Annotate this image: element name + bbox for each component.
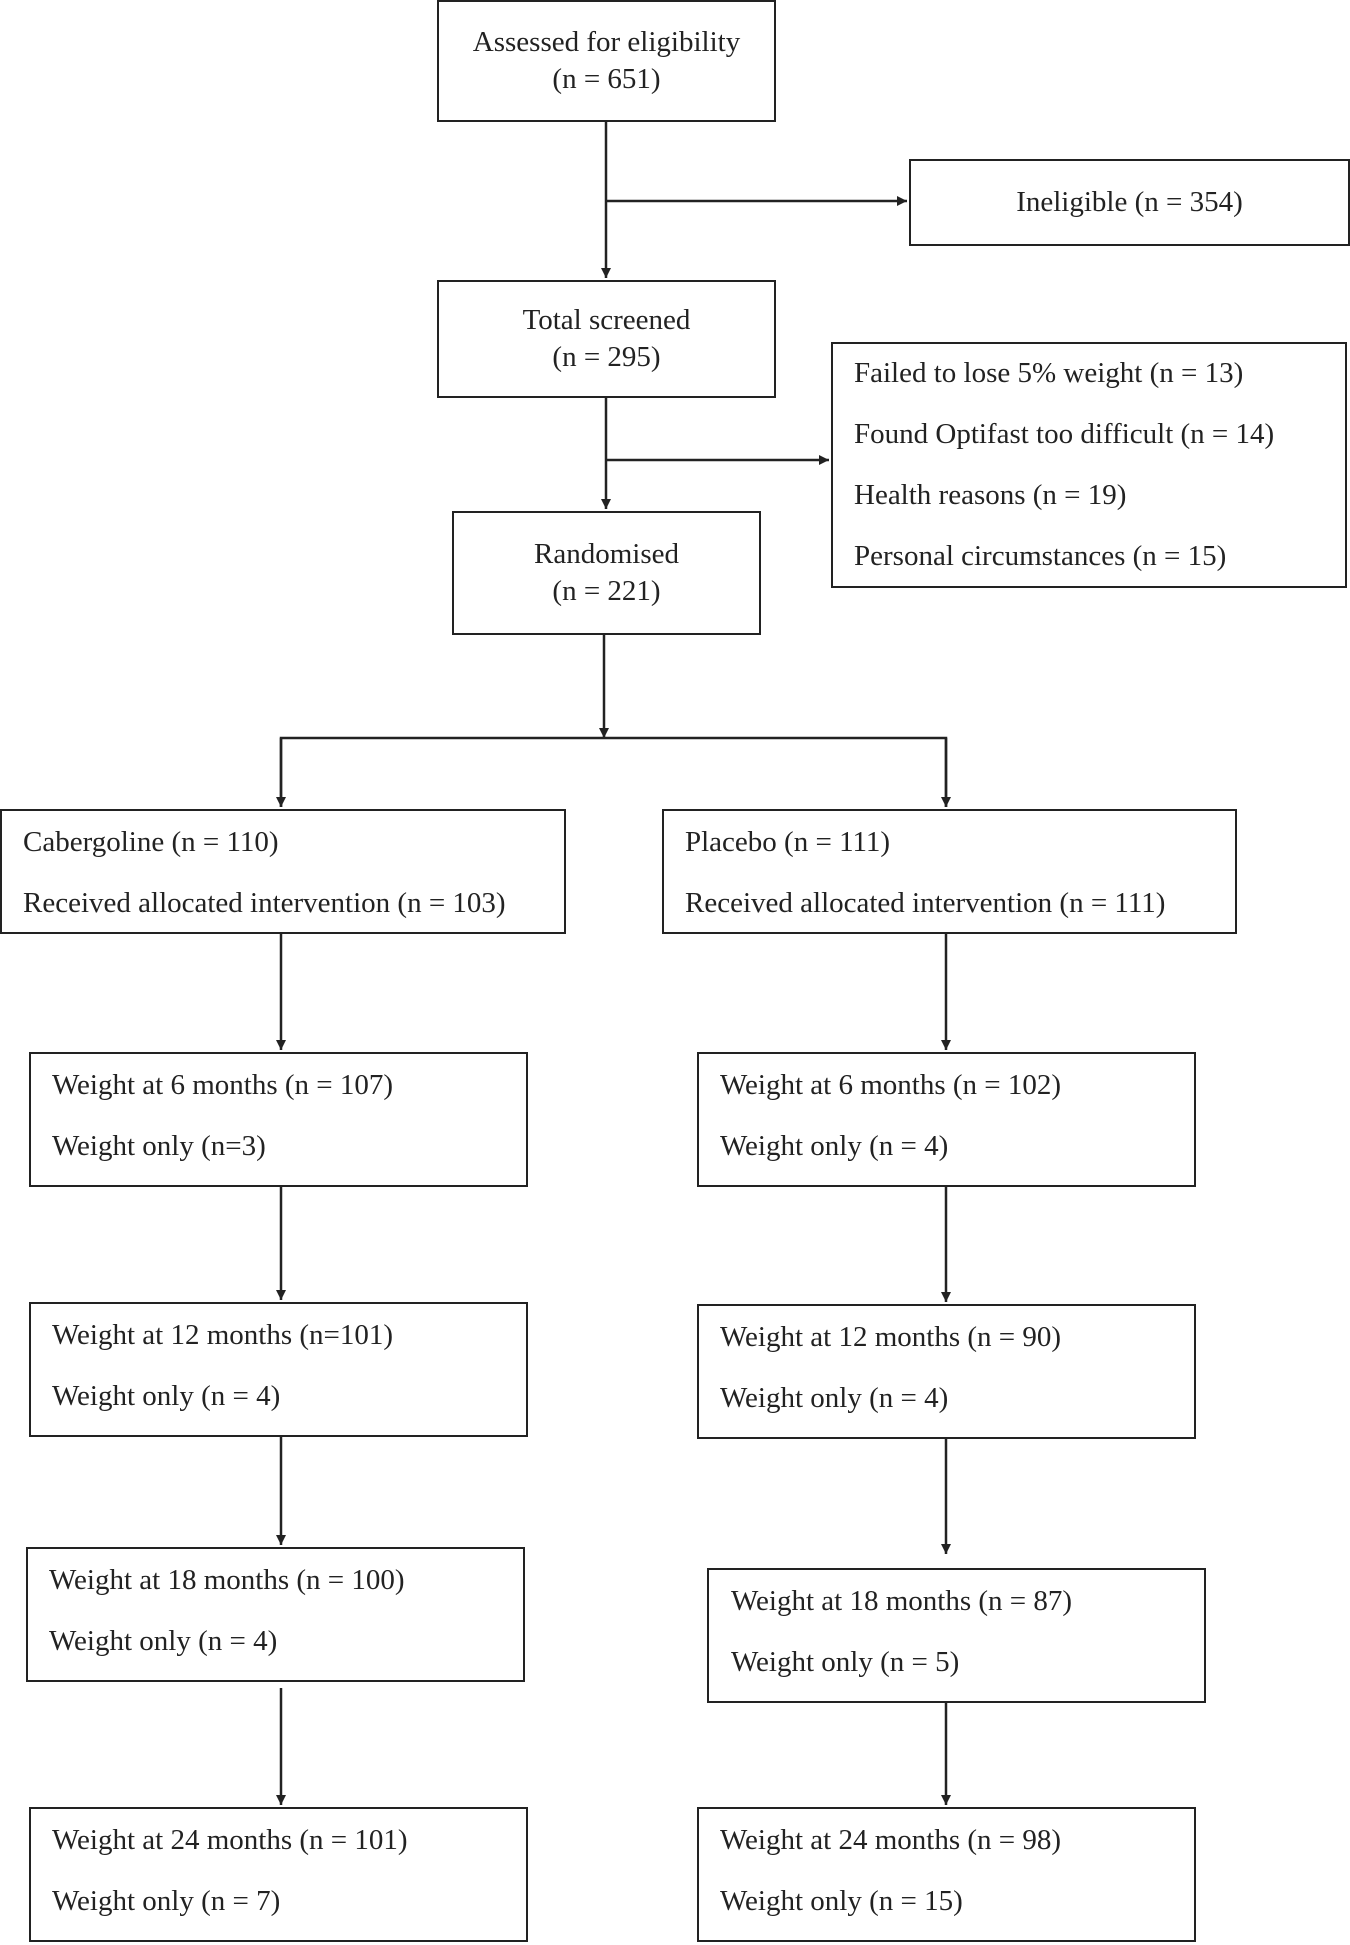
randomised-box: Randomised (n = 221) <box>452 511 761 635</box>
ineligible-label: Ineligible (n = 354) <box>1016 186 1243 218</box>
placebo-24-month-weight-only: Weight only (n = 15) <box>720 1885 963 1917</box>
placebo-allocation-box: Placebo (n = 111) Received allocated int… <box>662 809 1237 934</box>
cabergoline-12-month-weight-only: Weight only (n = 4) <box>52 1380 281 1412</box>
placebo-18-month-box: Weight at 18 months (n = 87) Weight only… <box>707 1568 1206 1703</box>
excluded-box: Failed to lose 5% weight (n = 13) Found … <box>831 342 1347 588</box>
randomised-label: Randomised <box>534 538 679 570</box>
cabergoline-24-month-weight: Weight at 24 months (n = 101) <box>52 1824 408 1856</box>
cabergoline-received-label: Received allocated intervention (n = 103… <box>23 887 506 919</box>
screened-label: Total screened <box>522 304 691 336</box>
placebo-18-month-weight: Weight at 18 months (n = 87) <box>731 1585 1073 1617</box>
assessed-count: (n = 651) <box>552 63 661 95</box>
placebo-6-month-weight: Weight at 6 months (n = 102) <box>720 1069 1062 1101</box>
cabergoline-24-month-weight-only: Weight only (n = 7) <box>52 1885 281 1917</box>
screened-count: (n = 295) <box>552 341 661 373</box>
placebo-24-month-box: Weight at 24 months (n = 98) Weight only… <box>697 1807 1196 1942</box>
cabergoline-18-month-weight-only: Weight only (n = 4) <box>49 1625 278 1657</box>
cabergoline-12-month-box: Weight at 12 months (n=101) Weight only … <box>29 1302 528 1437</box>
placebo-allocation-label: Placebo (n = 111) <box>685 826 891 858</box>
placebo-received-label: Received allocated intervention (n = 111… <box>685 887 1166 919</box>
cabergoline-6-month-weight-only: Weight only (n=3) <box>52 1130 266 1162</box>
excluded-item: Failed to lose 5% weight (n = 13) <box>854 357 1244 389</box>
excluded-item: Health reasons (n = 19) <box>854 479 1127 511</box>
cabergoline-allocation-label: Cabergoline (n = 110) <box>23 826 279 858</box>
cabergoline-6-month-box: Weight at 6 months (n = 107) Weight only… <box>29 1052 528 1187</box>
placebo-18-month-weight-only: Weight only (n = 5) <box>731 1646 960 1678</box>
assessed-box: Assessed for eligibility (n = 651) <box>437 0 776 122</box>
placebo-12-month-box: Weight at 12 months (n = 90) Weight only… <box>697 1304 1196 1439</box>
ineligible-box: Ineligible (n = 354) <box>909 159 1350 246</box>
excluded-item: Found Optifast too difficult (n = 14) <box>854 418 1275 450</box>
cabergoline-6-month-weight: Weight at 6 months (n = 107) <box>52 1069 394 1101</box>
cabergoline-12-month-weight: Weight at 12 months (n=101) <box>52 1319 394 1351</box>
placebo-12-month-weight: Weight at 12 months (n = 90) <box>720 1321 1062 1353</box>
excluded-item: Personal circumstances (n = 15) <box>854 540 1227 572</box>
screened-box: Total screened (n = 295) <box>437 280 776 398</box>
cabergoline-18-month-weight: Weight at 18 months (n = 100) <box>49 1564 405 1596</box>
cabergoline-18-month-box: Weight at 18 months (n = 100) Weight onl… <box>26 1547 525 1682</box>
cabergoline-allocation-box: Cabergoline (n = 110) Received allocated… <box>0 809 566 934</box>
cabergoline-24-month-box: Weight at 24 months (n = 101) Weight onl… <box>29 1807 528 1942</box>
assessed-label: Assessed for eligibility <box>472 26 741 58</box>
split-line <box>279 736 948 807</box>
placebo-6-month-box: Weight at 6 months (n = 102) Weight only… <box>697 1052 1196 1187</box>
placebo-6-month-weight-only: Weight only (n = 4) <box>720 1130 949 1162</box>
placebo-24-month-weight: Weight at 24 months (n = 98) <box>720 1824 1062 1856</box>
placebo-12-month-weight-only: Weight only (n = 4) <box>720 1382 949 1414</box>
randomised-count: (n = 221) <box>552 575 661 607</box>
